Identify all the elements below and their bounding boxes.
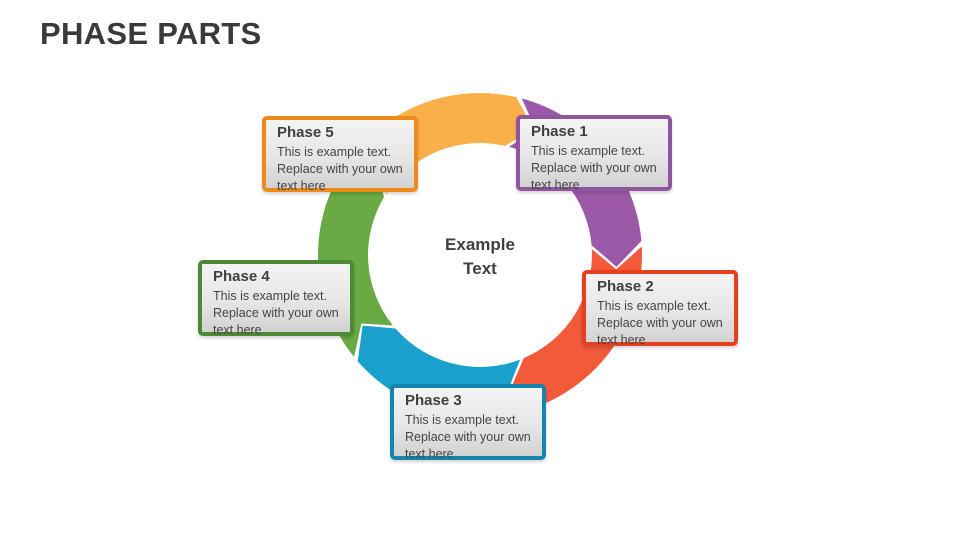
phase-2-line-3: text here: [597, 333, 646, 347]
phase-3-line-2: Replace with your own: [405, 430, 531, 444]
phase-1-text: This is example text. Replace with your …: [531, 143, 660, 194]
phase-5-line-3: text here: [277, 179, 326, 193]
phase-1-line-3: text here: [531, 178, 580, 192]
phase-2-line-2: Replace with your own: [597, 316, 723, 330]
phase-1-card: Phase 1 This is example text. Replace wi…: [516, 115, 672, 194]
phase-5-text: This is example text. Replace with your …: [277, 144, 406, 195]
phase-4-title: Phase 4: [213, 268, 270, 285]
phase-4-line-1: This is example text.: [213, 289, 327, 303]
slide-title: PHASE PARTS: [40, 16, 262, 51]
phase-5-line-2: Replace with your own: [277, 162, 403, 176]
phase-5-card: Phase 5 This is example text. Replace wi…: [262, 116, 418, 195]
phase-2-card: Phase 2 This is example text. Replace wi…: [582, 270, 738, 349]
phase-3-line-3: text here: [405, 447, 454, 461]
phase-2-line-1: This is example text.: [597, 299, 711, 313]
center-label-line-2: Text: [463, 259, 497, 278]
phase-4-card: Phase 4 This is example text. Replace wi…: [198, 260, 354, 339]
phase-3-line-1: This is example text.: [405, 413, 519, 427]
phase-5-title: Phase 5: [277, 124, 334, 141]
phase-1-line-1: This is example text.: [531, 144, 645, 158]
center-label: Example Text: [420, 233, 540, 281]
phase-2-title: Phase 2: [597, 278, 654, 295]
phase-4-text: This is example text. Replace with your …: [213, 288, 342, 339]
phase-2-text: This is example text. Replace with your …: [597, 298, 726, 349]
phase-5-line-1: This is example text.: [277, 145, 391, 159]
phase-3-text: This is example text. Replace with your …: [405, 412, 534, 463]
phase-3-card: Phase 3 This is example text. Replace wi…: [390, 384, 546, 463]
phase-1-title: Phase 1: [531, 123, 588, 140]
phase-1-line-2: Replace with your own: [531, 161, 657, 175]
center-label-line-1: Example: [445, 235, 515, 254]
phase-4-line-3: text here: [213, 323, 262, 337]
phase-4-line-2: Replace with your own: [213, 306, 339, 320]
phase-3-title: Phase 3: [405, 392, 462, 409]
